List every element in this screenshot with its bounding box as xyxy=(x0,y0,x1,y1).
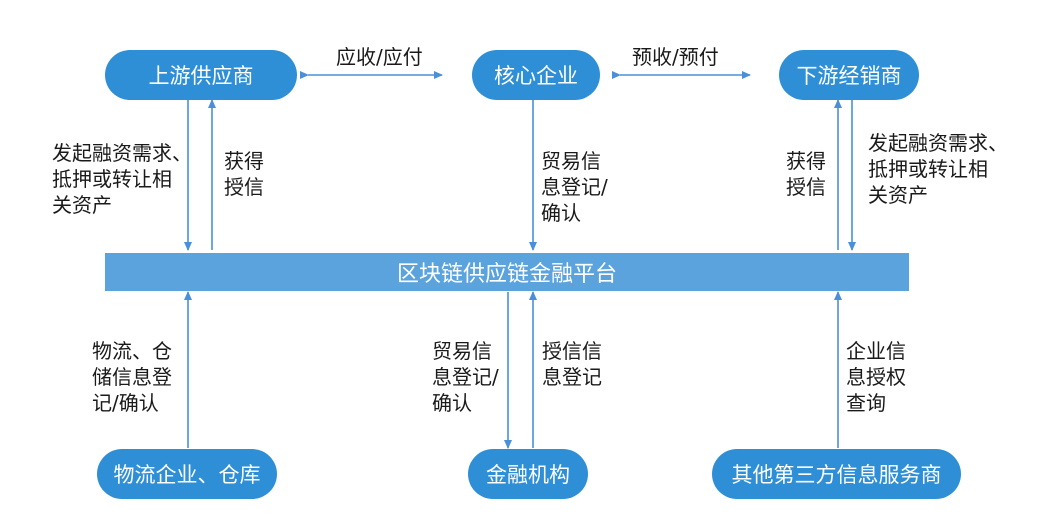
label-line: 抵押或转让相 xyxy=(868,157,988,181)
label-line: 查询 xyxy=(846,391,886,415)
label-finance-trade: 贸易信 息登记/ 确认 xyxy=(432,338,499,416)
label-finance-credit: 授信信 息登记 xyxy=(542,338,602,390)
label-downstream-request: 发起融资需求、 抵押或转让相 关资产 xyxy=(868,130,1008,208)
label-line: 贸易信 xyxy=(541,149,601,173)
label-line: 抵押或转让相 xyxy=(52,167,172,191)
label-line: 授信 xyxy=(786,175,826,199)
node-core-enterprise: 核心企业 xyxy=(472,50,600,100)
label-line: 获得 xyxy=(786,149,826,173)
label-core-trade: 贸易信 息登记/ 确认 xyxy=(541,148,608,226)
node-upstream-supplier: 上游供应商 xyxy=(105,50,297,100)
label-line: 息登记 xyxy=(542,365,602,389)
label-line: 确认 xyxy=(432,391,472,415)
label-logistics-info: 物流、仓 储信息登 记/确认 xyxy=(92,338,172,416)
label-line: 企业信 xyxy=(846,339,906,363)
label-line: 授信信 xyxy=(542,339,602,363)
label-line: 授信 xyxy=(224,175,264,199)
node-financial-institution: 金融机构 xyxy=(468,449,588,499)
node-third-party-service: 其他第三方信息服务商 xyxy=(712,449,961,499)
label-line: 息授权 xyxy=(846,365,906,389)
label-downstream-credit: 获得 授信 xyxy=(786,148,826,200)
label-line: 发起融资需求、 xyxy=(52,141,192,165)
node-downstream-dealer: 下游经销商 xyxy=(779,50,919,100)
label-line: 记/确认 xyxy=(92,391,159,415)
label-line: 关资产 xyxy=(52,193,112,217)
label-line: 获得 xyxy=(224,149,264,173)
platform-bar: 区块链供应链金融平台 xyxy=(105,253,909,291)
label-line: 储信息登 xyxy=(92,365,172,389)
label-line: 发起融资需求、 xyxy=(868,131,1008,155)
label-third-party-query: 企业信 息授权 查询 xyxy=(846,338,906,416)
label-line: 贸易信 xyxy=(432,339,492,363)
label-line: 息登记/ xyxy=(541,175,608,199)
label-line: 关资产 xyxy=(868,183,928,207)
label-line: 息登记/ xyxy=(432,365,499,389)
node-logistics-warehouse: 物流企业、仓库 xyxy=(97,449,277,499)
label-receivable-payable: 应收/应付 xyxy=(336,45,423,69)
label-upstream-credit: 获得 授信 xyxy=(224,148,264,200)
label-line: 物流、仓 xyxy=(92,339,172,363)
label-upstream-request: 发起融资需求、 抵押或转让相 关资产 xyxy=(52,140,192,218)
label-prepaid: 预收/预付 xyxy=(632,45,719,69)
label-line: 确认 xyxy=(541,201,581,225)
